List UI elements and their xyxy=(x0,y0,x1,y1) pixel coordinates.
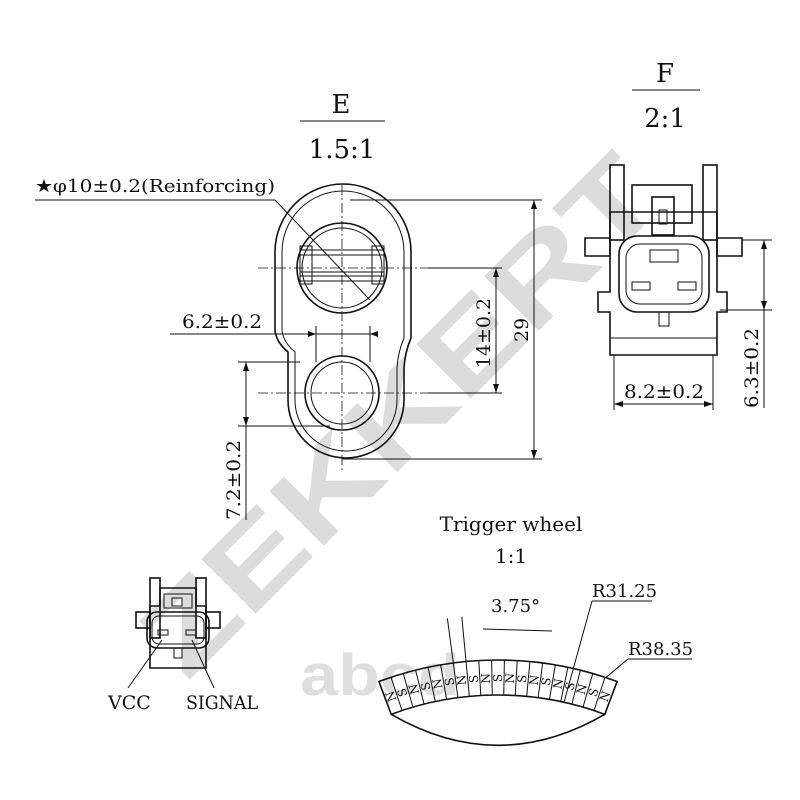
connector-front-view xyxy=(584,164,743,356)
trigger-wheel-pole: S xyxy=(515,674,530,683)
trigger-wheel: Trigger wheel 1:1 3.75° R31.25 R38.35 NS… xyxy=(377,512,693,747)
dim-8-2-arrow-left xyxy=(614,401,623,407)
trigger-wheel-body xyxy=(390,713,606,747)
angle-extension-line xyxy=(461,616,467,662)
signal-label: SIGNAL xyxy=(186,692,258,714)
view-f: F 2:1 xyxy=(584,59,772,410)
trigger-wheel-divider xyxy=(560,667,569,702)
trigger-wheel-divider xyxy=(465,661,470,697)
trigger-wheel-divider xyxy=(415,670,425,705)
trigger-wheel-pole: N xyxy=(503,673,517,684)
dim-7-2-arrow-bottom xyxy=(243,417,249,426)
trigger-wheel-divider xyxy=(427,667,436,702)
view-f-scale: 2:1 xyxy=(644,104,686,134)
vcc-label: VCC xyxy=(107,692,151,714)
dim-29-arrow-bottom xyxy=(531,450,537,459)
trigger-wheel-pole: S xyxy=(442,677,457,687)
trigger-wheel-pole: S xyxy=(466,674,481,683)
trigger-wheel-pole: N xyxy=(550,677,566,690)
trigger-wheel-divider xyxy=(478,660,482,696)
reinforcing-label: ★φ10±0.2(Reinforcing) xyxy=(35,176,275,197)
trigger-wheel-divider xyxy=(593,677,606,711)
trigger-wheel-pole: S xyxy=(491,674,505,682)
trigger-wheel-pole: N xyxy=(430,677,446,690)
angle-dimension-line xyxy=(482,628,553,632)
inner-radius-leader xyxy=(563,600,593,703)
dim-14-arrow-bottom xyxy=(493,384,499,393)
trigger-wheel-divider xyxy=(526,661,531,697)
trigger-wheel-pole: S xyxy=(562,681,577,692)
trigger-wheel-pole: S xyxy=(395,686,411,698)
dim-29-label: 29 xyxy=(511,318,533,342)
trigger-wheel-arc xyxy=(377,600,629,747)
reinforcing-leader xyxy=(35,199,371,301)
trigger-wheel-scale: 1:1 xyxy=(495,544,527,568)
dim-7-2-label: 7.2±0.2 xyxy=(223,440,245,520)
dim-14-label: 14±0.2 xyxy=(473,298,495,368)
vcc-leader xyxy=(127,639,163,689)
trigger-wheel-band xyxy=(377,659,619,716)
dim-8-2-arrow-right xyxy=(704,401,713,407)
trigger-wheel-pole: N xyxy=(383,689,400,704)
dim-8-2-label: 8.2±0.2 xyxy=(624,381,704,403)
trigger-wheel-divider xyxy=(503,660,505,696)
inner-radius-label: R31.25 xyxy=(592,581,657,602)
outer-radius-leader xyxy=(605,658,629,678)
trigger-wheel-title: Trigger wheel xyxy=(440,512,583,536)
trigger-wheel-divider xyxy=(491,660,493,696)
connector-pin-view xyxy=(127,577,221,689)
dim-29-arrow-top xyxy=(531,200,537,209)
trigger-wheel-pole: N xyxy=(479,673,493,684)
trigger-wheel-divider xyxy=(548,664,556,700)
angle-extension-line xyxy=(446,618,454,664)
signal-leader xyxy=(191,639,215,689)
view-e-letter: E xyxy=(332,90,351,120)
dim-6-2-label: 6.2±0.2 xyxy=(182,311,262,333)
trigger-wheel-pole: N xyxy=(527,674,542,686)
sensor-body-outline xyxy=(274,183,412,459)
outer-radius-label: R38.35 xyxy=(628,639,693,660)
watermark-secondary: abcd xyxy=(300,643,460,708)
trigger-wheel-divider xyxy=(537,662,544,698)
dim-6-2-arrow-left xyxy=(308,331,316,337)
angle-label: 3.75° xyxy=(491,596,540,617)
trigger-wheel-pole: N xyxy=(574,682,590,696)
trigger-wheel-pole: N xyxy=(597,689,614,704)
dim-6-3-arrow-bottom xyxy=(761,301,767,310)
trigger-wheel-divider xyxy=(440,664,448,700)
dim-6-3-arrow-top xyxy=(761,240,767,249)
view-f-letter: F xyxy=(656,59,674,89)
trigger-wheel-pole: S xyxy=(539,677,554,687)
view-e-scale: 1.5:1 xyxy=(309,135,376,165)
trigger-wheel-divider xyxy=(571,670,581,705)
dim-6-2-arrow-right xyxy=(370,331,378,337)
trigger-wheel-divider xyxy=(514,660,518,696)
trigger-wheel-divider xyxy=(582,673,594,708)
dim-7-2-arrow-top xyxy=(243,362,249,371)
trigger-wheel-pole: S xyxy=(586,686,602,698)
dim-6-3-label: 6.3±0.2 xyxy=(741,328,763,408)
trigger-wheel-divider xyxy=(390,677,403,711)
trigger-wheel-pole: N xyxy=(454,674,469,686)
trigger-wheel-divider xyxy=(402,673,414,708)
sensor-body-inner-outline xyxy=(281,190,405,452)
trigger-wheel-divider xyxy=(452,662,459,698)
watermark: ZEKKERT abcd xyxy=(115,130,684,708)
view-e: E 1.5:1 ★φ10±0.2(Reinforcing) xyxy=(35,90,542,520)
trigger-wheel-pole: N xyxy=(406,682,422,696)
dim-14-arrow-top xyxy=(493,268,499,277)
trigger-wheel-pole: S xyxy=(418,681,433,692)
